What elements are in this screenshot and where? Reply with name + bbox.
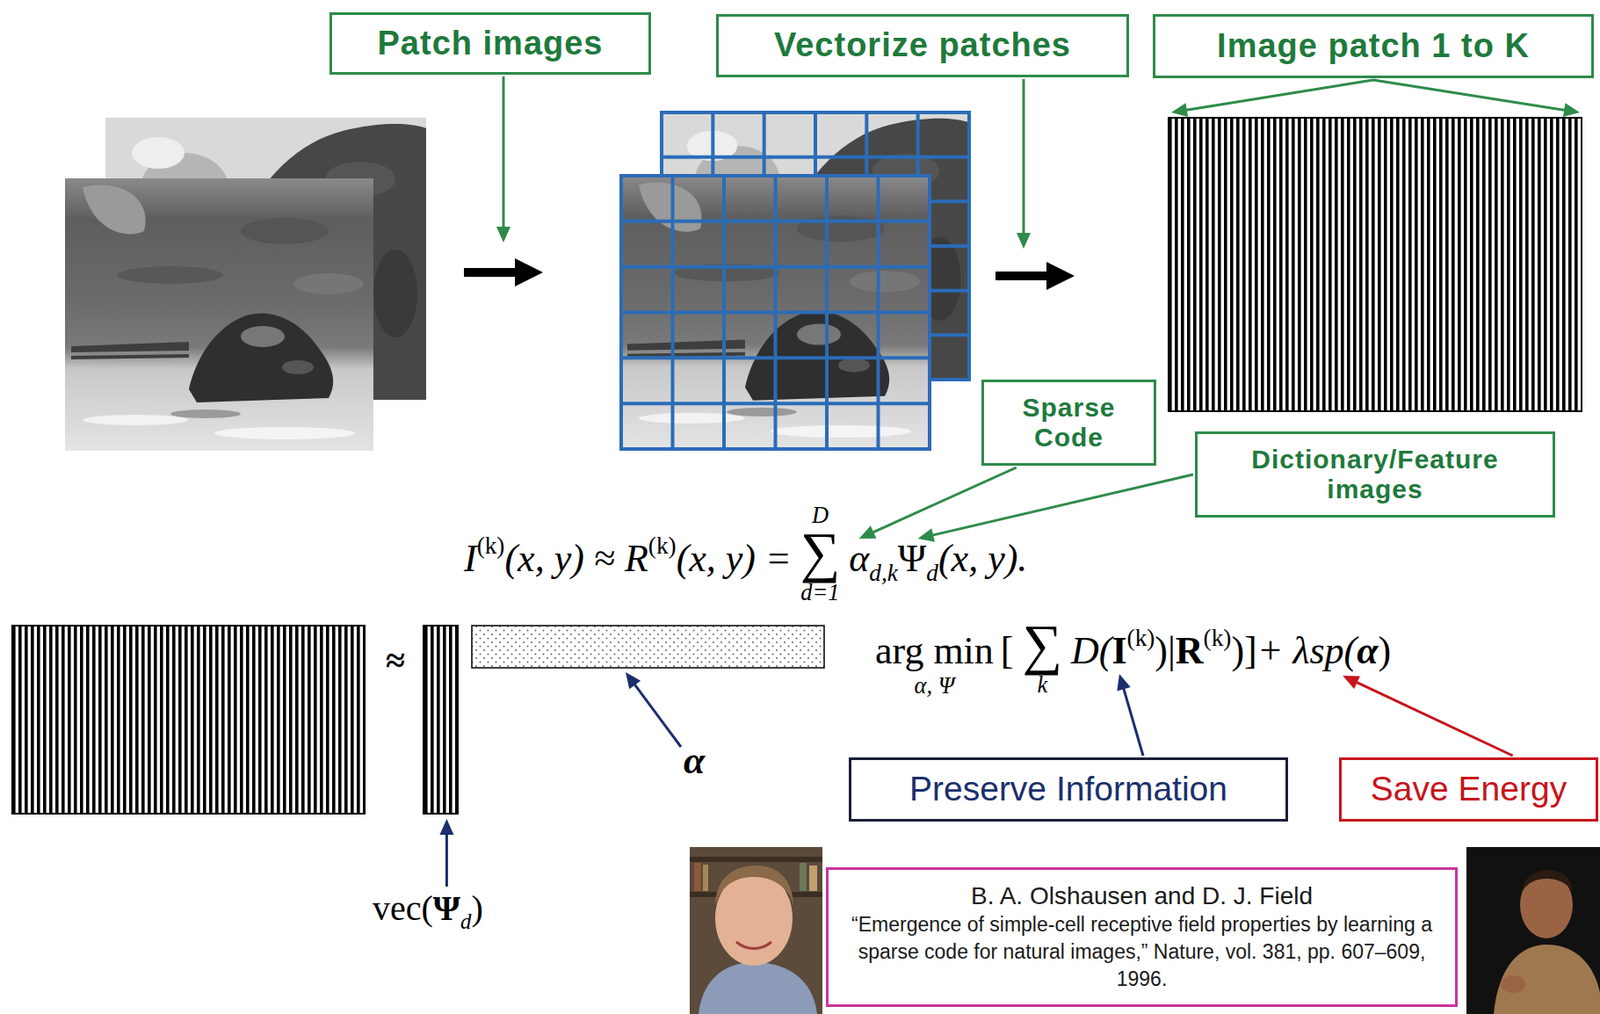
math-term: (k) xyxy=(1127,624,1156,652)
operator-with-limits: arg minα, Ψ xyxy=(875,628,994,675)
math-term: vec( xyxy=(372,888,434,928)
arrow-head xyxy=(496,226,511,243)
box-label: Image patch 1 to K xyxy=(1216,27,1530,66)
callout-box: Preserve Information xyxy=(848,757,1289,822)
math-term: d,k xyxy=(868,559,898,587)
math-term: ) xyxy=(470,888,483,928)
arrow-shaft xyxy=(931,474,1194,536)
arrow-head xyxy=(1342,675,1361,689)
arrow-shaft xyxy=(1185,79,1374,110)
equation: vec(Ψd) xyxy=(372,887,484,935)
arrow-head xyxy=(625,672,641,689)
math-term: (k) xyxy=(1203,624,1232,652)
operator-with-limits: ∑k xyxy=(1022,616,1063,675)
callout-box: Dictionary/Feature images xyxy=(1194,431,1556,518)
math-term: α xyxy=(848,536,869,580)
leader-arrow xyxy=(1342,675,1513,756)
equation: arg minα, Ψ[∑kD(I(k))|R(k))]+ λsp(α) xyxy=(875,616,1391,675)
arrow-shaft xyxy=(502,76,506,229)
math-term: + λsp( xyxy=(1257,629,1358,673)
step-label: Vectorize patches xyxy=(716,14,1130,78)
math-term: ∑ xyxy=(1022,616,1063,674)
arrow-shaft xyxy=(871,467,1016,533)
equation: I(k)(x, y) ≈ R(k)(x, y) =∑Dd=1αd,kΨd(x, … xyxy=(463,524,1028,588)
operator-with-limits: ∑Dd=1 xyxy=(800,524,840,583)
arrow-shaft xyxy=(445,832,449,887)
math-term: Ψ xyxy=(897,536,927,580)
arrow-head xyxy=(1563,102,1580,117)
arrow-head xyxy=(859,525,877,539)
math-term: D( xyxy=(1071,629,1112,673)
math-term: k xyxy=(1036,673,1048,696)
math-term: (k) xyxy=(477,532,506,559)
math-term: d=1 xyxy=(800,580,840,604)
math-term: arg min xyxy=(875,631,994,671)
math-term: [ xyxy=(1000,629,1014,673)
leader-arrow xyxy=(439,818,454,887)
box-label: Vectorize patches xyxy=(774,26,1072,66)
box-label: B. A. Olshausen and D. J. Field xyxy=(970,881,1313,912)
arrow-shaft xyxy=(1355,681,1514,756)
math-term: (k) xyxy=(648,532,677,559)
math-term: d xyxy=(926,559,939,587)
citation-box: B. A. Olshausen and D. J. Field“Emergenc… xyxy=(825,867,1458,1007)
leader-arrow xyxy=(1373,79,1580,117)
leader-arrow xyxy=(496,76,511,243)
math-term: ≈ xyxy=(385,643,406,679)
math-term: d xyxy=(460,909,471,934)
box-label: Dictionary/Feature images xyxy=(1216,444,1534,506)
step-label: Image patch 1 to K xyxy=(1152,14,1594,79)
arrow-shaft xyxy=(1373,79,1566,111)
math-term: R xyxy=(1175,629,1204,673)
math-term: )| xyxy=(1154,629,1175,673)
math-term: α xyxy=(1356,629,1378,673)
callout-box: Sparse Code xyxy=(981,379,1157,466)
leader-arrow xyxy=(859,467,1017,539)
math-term: I xyxy=(1111,629,1127,673)
arrow-shaft xyxy=(634,683,681,747)
arrow-head xyxy=(439,818,454,835)
math-term: α, Ψ xyxy=(914,673,956,697)
arrow-head xyxy=(1116,673,1130,692)
math-term: Ψ xyxy=(433,888,461,928)
leader-arrow xyxy=(1016,79,1031,249)
leader-arrow xyxy=(1116,673,1144,756)
box-label: Sparse Code xyxy=(1003,392,1136,454)
math-term: D xyxy=(811,503,829,527)
math-term: ∑ xyxy=(800,524,840,581)
box-body: “Emergence of simple-cell receptive fiel… xyxy=(840,911,1443,993)
math-term: ) xyxy=(1378,629,1392,673)
math-term: (x, y) = xyxy=(676,536,792,580)
leader-arrow xyxy=(625,672,681,747)
math-term: α xyxy=(683,741,705,781)
box-label: Preserve Information xyxy=(909,769,1228,810)
leader-arrow xyxy=(918,474,1194,543)
math-term: )] xyxy=(1230,629,1257,673)
box-label: Patch images xyxy=(377,24,604,64)
math-term: (x, y). xyxy=(938,536,1028,580)
arrow-head xyxy=(1171,102,1188,117)
math-term: (x, y) ≈ R xyxy=(504,536,648,580)
box-label: Save Energy xyxy=(1370,769,1567,810)
arrow-head xyxy=(1016,232,1031,249)
arrow-shaft xyxy=(1122,687,1144,756)
callout-box: Save Energy xyxy=(1339,757,1599,822)
leader-arrow xyxy=(1171,79,1374,117)
step-label: Patch images xyxy=(329,12,652,75)
arrow-shaft xyxy=(1022,79,1026,235)
math-term: I xyxy=(463,536,478,580)
